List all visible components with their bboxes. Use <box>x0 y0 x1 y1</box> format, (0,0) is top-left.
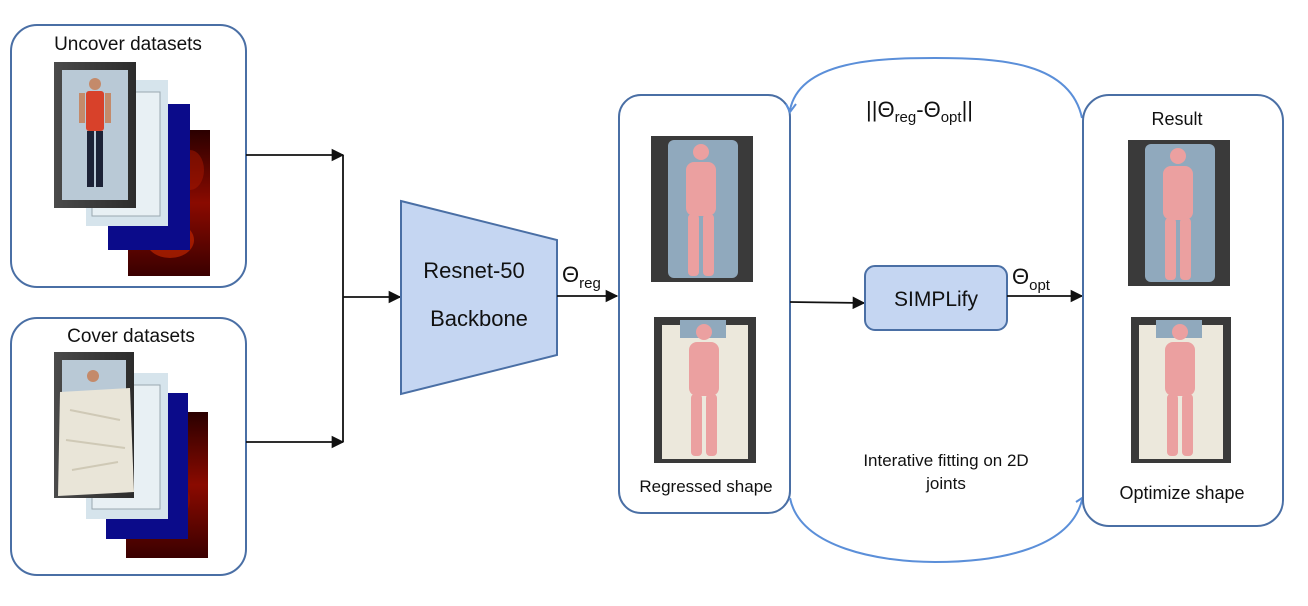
uncover-image-stack <box>54 62 210 276</box>
theta-reg-label: Θreg <box>562 262 601 292</box>
loop-label-1: Interative fitting on 2D <box>863 451 1028 470</box>
iteration-loop <box>785 56 1085 564</box>
backbone-label-2: Backbone <box>430 306 528 331</box>
backbone-block <box>400 199 558 396</box>
result-mesh-image <box>1128 140 1230 286</box>
cover-image-stack <box>54 352 208 558</box>
loss-label: ||Θreg-Θopt|| <box>866 97 973 126</box>
theta-opt-label: Θopt <box>1012 264 1051 294</box>
backbone-label-1: Resnet-50 <box>423 258 525 283</box>
to-simplify-arrow <box>789 296 866 310</box>
body-mesh-image-covered <box>654 317 756 463</box>
rgb-image-cover <box>54 352 134 498</box>
simplify-label: SIMPLify <box>894 288 979 311</box>
result-mesh-image-covered <box>1131 317 1231 463</box>
dataset-arrows <box>246 148 402 449</box>
rgb-image-uncover <box>54 62 136 208</box>
regressed-caption: Regressed shape <box>639 477 772 496</box>
body-mesh-image <box>651 136 753 282</box>
result-title: Result <box>1151 109 1202 129</box>
uncover-title: Uncover datasets <box>54 34 202 55</box>
loop-label-2: joints <box>925 474 966 493</box>
result-caption: Optimize shape <box>1119 483 1244 503</box>
simplify-block <box>864 265 1008 331</box>
cover-title: Cover datasets <box>67 326 195 347</box>
